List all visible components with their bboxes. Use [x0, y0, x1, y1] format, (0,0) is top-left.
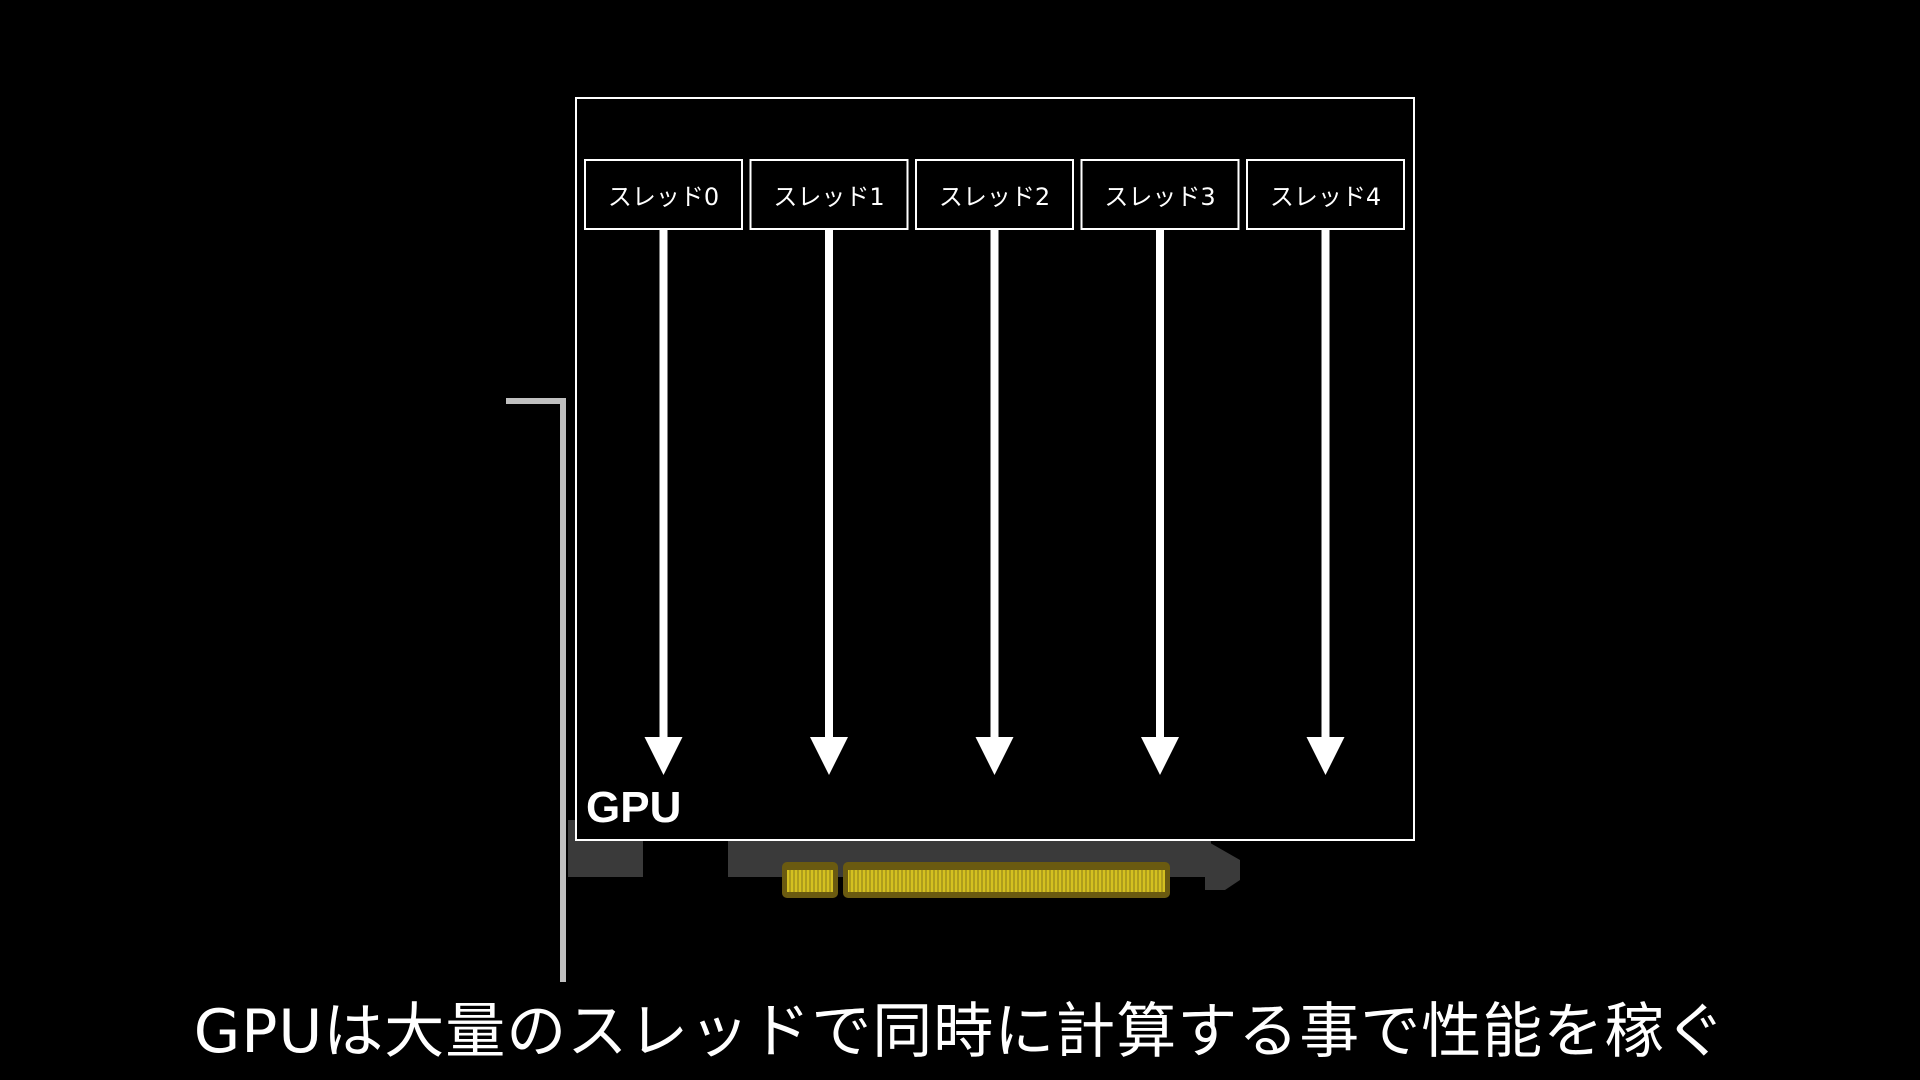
thread-group: スレッド0 スレッド1 スレッド2 スレッド3 スレッド4 [584, 159, 1405, 775]
thread-label: スレッド0 [608, 183, 719, 211]
arrow-down-icon [1306, 230, 1345, 775]
thread-box [749, 159, 909, 230]
thread-1: スレッド1 [749, 159, 909, 775]
arrow-down-icon [644, 230, 683, 775]
card-bracket [506, 398, 566, 982]
arrow-down-icon [1141, 230, 1179, 775]
thread-3: スレッド3 [1080, 159, 1240, 775]
gpu-label: GPU [586, 783, 681, 832]
card-edge [1205, 840, 1240, 890]
thread-label: スレッド1 [773, 183, 884, 211]
thread-box [584, 159, 743, 230]
arrow-down-icon [810, 230, 848, 775]
thread-label: スレッド3 [1104, 183, 1215, 211]
thread-0: スレッド0 [584, 159, 743, 775]
pcie-connector [782, 862, 1170, 898]
arrow-down-icon [975, 230, 1014, 775]
thread-box [1246, 159, 1405, 230]
thread-box [1080, 159, 1240, 230]
thread-box [915, 159, 1074, 230]
thread-label: スレッド2 [939, 183, 1050, 211]
thread-4: スレッド4 [1246, 159, 1405, 775]
thread-2: スレッド2 [915, 159, 1074, 775]
caption: GPUは大量のスレッドで同時に計算する事で性能を稼ぐ [193, 997, 1727, 1067]
thread-label: スレッド4 [1270, 183, 1381, 211]
